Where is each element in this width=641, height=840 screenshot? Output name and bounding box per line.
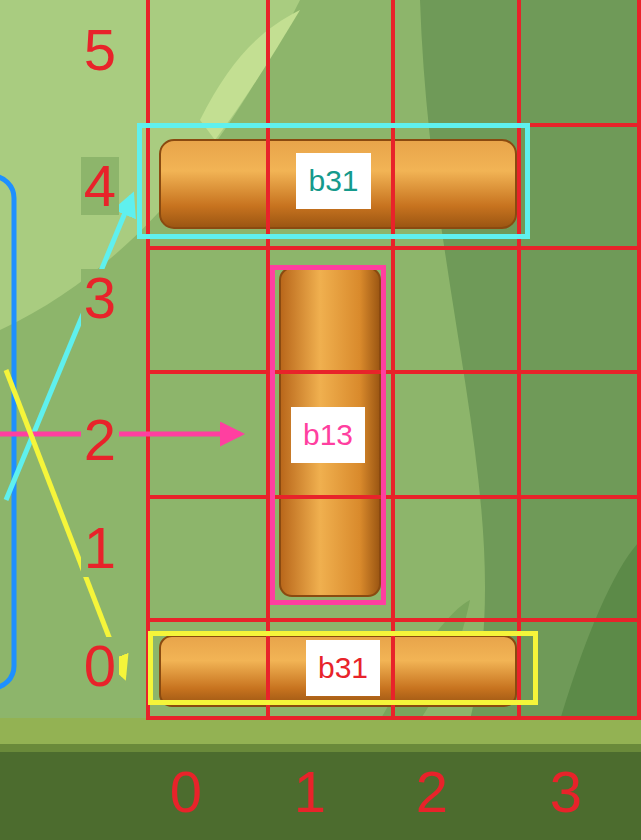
axis-number: 4 <box>81 157 119 215</box>
block-label: b31 <box>296 153 370 209</box>
axis-number: 0 <box>81 637 119 695</box>
axis-number: 2 <box>81 411 119 469</box>
wood-block <box>160 140 516 228</box>
annotation-box: b31 <box>137 123 530 239</box>
pointer-arrow <box>0 432 240 437</box>
axis-number: 3 <box>550 763 582 821</box>
axis-number: 0 <box>170 763 202 821</box>
axis-number: 5 <box>84 21 116 79</box>
leaf-blade <box>560 540 641 720</box>
leaf-blade <box>200 10 300 140</box>
axis-number: 1 <box>81 519 119 577</box>
annotation-box: b13 <box>270 265 386 605</box>
grass-edge <box>0 718 641 744</box>
leaf-dark <box>420 0 641 720</box>
pointer-arrow <box>6 196 132 500</box>
block-label: b13 <box>291 407 365 463</box>
jungle-ground <box>0 0 641 720</box>
axis-number: 1 <box>294 763 326 821</box>
ground-strip <box>0 718 641 840</box>
wood-block <box>160 636 516 706</box>
axis-number: 2 <box>416 763 448 821</box>
grass-shadow <box>0 744 641 752</box>
block-label: b31 <box>306 640 380 696</box>
grid <box>146 0 641 720</box>
annotation-box: b31 <box>148 631 538 705</box>
pointer-arrow <box>6 370 124 676</box>
axis-number: 3 <box>81 269 119 327</box>
wood-block <box>280 268 380 596</box>
